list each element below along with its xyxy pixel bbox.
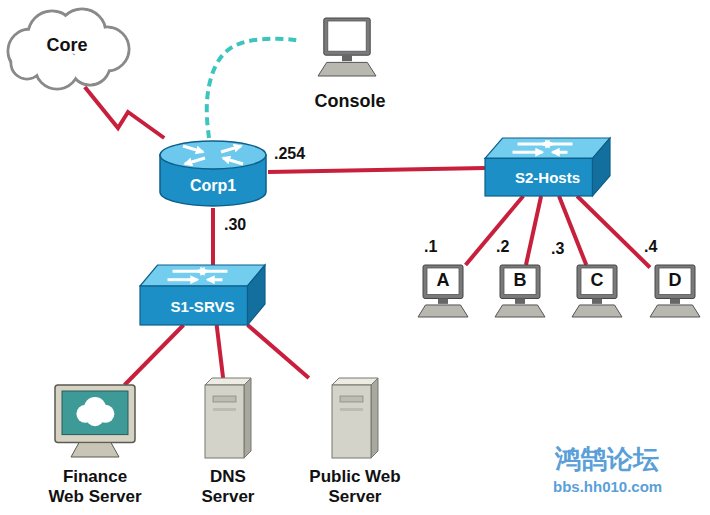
text-group: C (572, 270, 622, 290)
network-link (217, 325, 223, 378)
network-link (577, 196, 650, 267)
console-pc: Console (300, 18, 400, 118)
host-pc: B (495, 265, 545, 319)
wan-cloud: Core (2, 5, 132, 87)
network-link (125, 325, 184, 385)
monitor-icon (55, 385, 135, 457)
node-label: D (669, 270, 682, 290)
switch: S2-Hosts (485, 138, 610, 196)
text-group: Core (2, 35, 132, 55)
network-link (85, 87, 164, 138)
node-label: C (591, 270, 604, 290)
ip-address-label: .254 (272, 145, 307, 163)
router-icon (158, 138, 268, 208)
switch-icon (485, 138, 610, 196)
text-group: S1-SRVS (140, 297, 265, 317)
text-group: D (650, 270, 700, 290)
ip-address-label: .4 (642, 238, 659, 256)
node-label: B (514, 270, 527, 290)
ip-address-label: .30 (222, 216, 248, 234)
console-cable (207, 39, 300, 138)
text-group: B (495, 270, 545, 290)
switch-icon (140, 265, 265, 325)
node-label: S2-Hosts (515, 168, 580, 188)
ip-address-label: .2 (494, 238, 511, 256)
node-label: S1-SRVS (171, 297, 235, 317)
pc-icon (318, 18, 376, 78)
text-group: DNS Server (185, 467, 271, 507)
watermark-title: 鸿鹄论坛 (555, 442, 659, 477)
network-link (268, 168, 485, 172)
network-link (466, 196, 524, 265)
watermark-url: bbs.hh010.com (553, 478, 662, 495)
host-pc: C (572, 265, 622, 319)
text-group: Finance Web Server (35, 467, 155, 507)
web-server: Public Web Server (300, 378, 410, 510)
text-group: Corp1 (158, 176, 268, 196)
host-pc: A (418, 265, 468, 319)
web-server: Finance Web Server (35, 385, 155, 510)
network-link (248, 325, 309, 378)
switch: S1-SRVS (140, 265, 265, 325)
node-label: Core (46, 35, 87, 55)
ip-address-label: .3 (549, 240, 566, 258)
text-group: Public Web Server (300, 467, 410, 507)
node-label: Public Web Server (305, 467, 405, 507)
node-label: Console (314, 91, 385, 111)
tower-icon (205, 378, 251, 458)
dns-server: DNS Server (185, 378, 271, 510)
node-label: DNS Server (193, 467, 263, 507)
network-link (211, 208, 215, 265)
router: Corp1 (158, 138, 268, 208)
text-group: Console (300, 91, 400, 111)
node-label: Finance Web Server (45, 467, 145, 507)
text-group: S2-Hosts (485, 168, 610, 188)
node-label: Corp1 (190, 176, 236, 196)
text-group: A (418, 270, 468, 290)
ip-address-label: .1 (422, 238, 439, 256)
network-link (526, 196, 541, 265)
node-label: A (437, 270, 450, 290)
tower-icon (332, 378, 378, 458)
host-pc: D (650, 265, 700, 319)
